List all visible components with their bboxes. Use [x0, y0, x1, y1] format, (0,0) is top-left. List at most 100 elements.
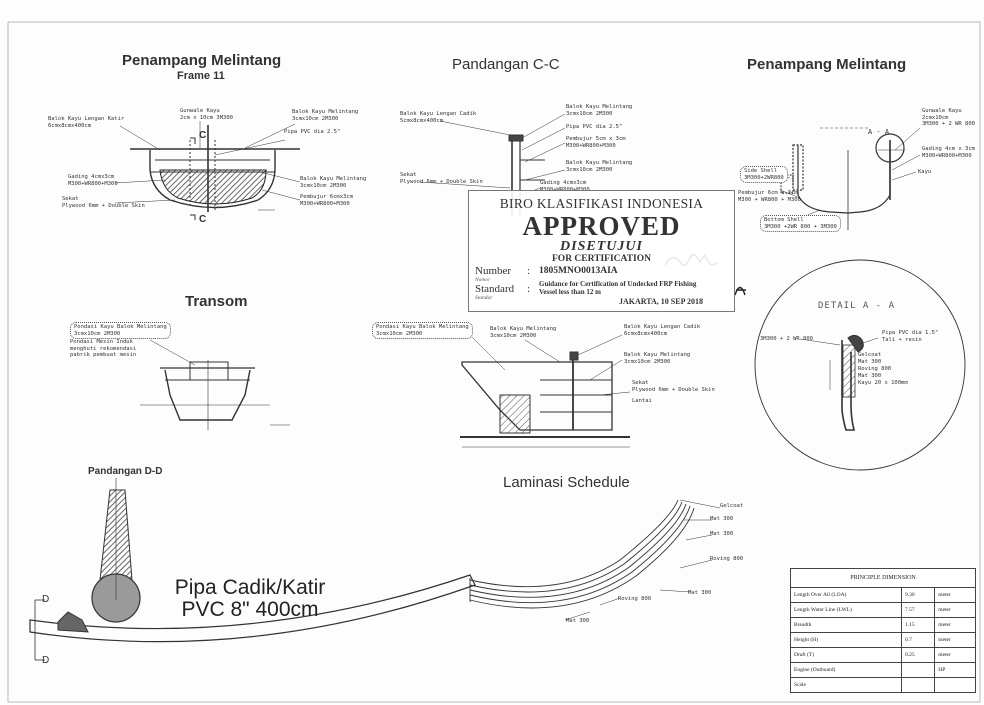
pd-cell-value: 1.15 [900, 617, 936, 633]
frame11-sekat-label: Sekat Plywood 6mm + Double Skin [62, 196, 145, 209]
pd-cell-name: Length Water Line (LWL) [790, 602, 902, 618]
mid-lantai-label: Lantai [632, 398, 652, 404]
cc-balok-melintang2-label: Balok Kayu Melintang 3cmx10cm 2M300 [566, 160, 633, 173]
section-marker-c-bottom: C [199, 214, 207, 225]
pipa-title-line1: Pipa Cadik/Katir [174, 576, 326, 599]
pd-cell-unit: meter [934, 632, 976, 648]
cc-sekat-label: Sekat Plywood 6mm + Double Skin [400, 172, 483, 185]
laminasi-mat3-label: Mat 300 [688, 590, 712, 596]
mid-balok-melintang-label: Balok Kayu Melintang 3cmx10cm 2M300 [490, 326, 557, 339]
mid-balok-lengan-label: Balok Kayu Lengan Cadik 6cmx8cmx400cm [624, 324, 701, 337]
pipa-title: Pipa Cadik/Katir PVC 8" 400cm [170, 577, 330, 621]
frame11-gunwale-label: Gunwale Kayu 2cm x 10cm 3M300 [180, 108, 233, 121]
detail-aa-title: DETAIL A - A [818, 301, 896, 311]
pd-cell-name: Length Over All (LOA) [790, 587, 902, 603]
dd-marker-top: D [42, 594, 50, 605]
stamp-number-value: 1805MNO0013AIA [539, 266, 618, 276]
right-bottom-shell-label: Bottom Shell 3M300 +2WR 800 + 3M300 [760, 215, 841, 232]
stamp-date: JAKARTA, 10 SEP 2018 [619, 297, 704, 306]
pd-cell-value: 9.30 [900, 587, 936, 603]
cc-balok-lengan-label: Balok Kayu Lengan Cadik 5cmx8cmx400cm [400, 111, 477, 124]
pd-cell-value: 7.57 [900, 602, 936, 618]
frame11-pipa-label: Pipa PVC dia 2.5" [284, 129, 341, 135]
initial-mark [734, 286, 746, 296]
stamp-standard-value: Guidance for Certification of Undecked F… [539, 280, 697, 296]
frame11-gading-label: Gading 4cmx3cm M300+WR800+M300 [68, 174, 118, 187]
cc-gading-label: Gading 4cmx3cm M300+WR800+M300 [540, 180, 590, 193]
detail-roving-label: Roving 800 [858, 366, 892, 372]
laminasi-drawing [469, 499, 721, 621]
laminasi-mat4-label: Mat 300 [566, 618, 590, 624]
mid-balok-melintang2-label: Balok Kayu Melintang 3cmx10cm 2M300 [624, 352, 691, 365]
pd-cell-name: Breadth [790, 617, 902, 633]
approval-stamp: BIRO KLASIFIKASI INDONESIA APPROVED DISE… [468, 190, 735, 312]
transom-pondasi-mesin-label: Pondasi Mesin Induk menghuti rekomendasi… [70, 339, 137, 358]
stamp-org: BIRO KLASIFIKASI INDONESIA [499, 196, 704, 211]
stamp-disetujui: DISETUJUI [560, 239, 643, 254]
right-section-title: Penampang Melintang [747, 56, 907, 73]
transom-drawing [140, 339, 290, 430]
detail-aa-drawing [754, 259, 966, 471]
cc-balok-melintang1-label: Balok Kayu Melintang 3cmx10cm 2M300 [566, 104, 633, 117]
pd-cell-unit [934, 677, 976, 693]
right-gading-label: Gading 4cm x 3cm M300+WR800+M300 [922, 146, 975, 159]
frame11-pembujur-label: Pembujur 6cmx3cm M300+WR800+M300 [300, 194, 353, 207]
laminasi-gelcoat-label: Gelcoat [720, 503, 744, 509]
right-aa-marker: A - A [868, 128, 890, 136]
dd-section-drawing [29, 478, 476, 661]
frame11-title: Penampang Melintang [122, 52, 282, 69]
pd-cell-value: 0.25 [900, 647, 936, 663]
stamp-for-certification: FOR CERTIFICATION [552, 254, 651, 264]
pd-cell-unit: meter [934, 587, 976, 603]
frame11-subtitle: Frame 11 [177, 70, 225, 82]
pd-cell-name: Scale [790, 677, 902, 693]
dd-marker-bottom: D [42, 655, 50, 666]
frame11-balok-lengan-label: Balok Kayu Lengan Katir 6cmx8cmx400cm [48, 116, 125, 129]
mid-section-drawing [460, 334, 631, 448]
laminasi-title: Laminasi Schedule [503, 474, 630, 491]
right-side-shell-label: Side Shell 3M300+2WR800 [740, 166, 788, 183]
laminasi-roving2-label: Roving 800 [618, 596, 652, 602]
frame11-balok-melintang-top-label: Balok Kayu Melintang 3cmx10cm 2M300 [292, 109, 359, 122]
section-marker-c-top: C [199, 130, 207, 141]
pd-row: Engine (Outboard)HP [790, 662, 976, 678]
mid-pondasi-kayu-label: Pondasi Kayu Balok Melintang 3cmx10cm 2M… [372, 322, 473, 339]
stamp-standard-sub: Standar [475, 295, 493, 301]
stamp-number-label: Number [475, 265, 512, 277]
transom-title: Transom [185, 293, 248, 310]
cc-pipa-label: Pipa PVC dia 2.5" [566, 124, 623, 130]
pd-cell-unit: meter [934, 647, 976, 663]
pd-cell-value: 0.7 [900, 632, 936, 648]
detail-mat1-label: Mat 300 [858, 359, 882, 365]
transom-pondasi-kayu-label: Pondasi Kayu Balok Melintang 3cmx10cm 2M… [70, 322, 171, 339]
stamp-approved: APPROVED [522, 211, 681, 241]
frame11-section-drawing [114, 121, 301, 220]
mid-sekat-label: Sekat Plywood 6mm + Double Skin [632, 380, 715, 393]
right-pembujur-label: Pembujur 6cm x 3cm M300 + WR800 + M300 [738, 190, 801, 203]
pd-cell-name: Draft (T) [790, 647, 902, 663]
pd-cell-unit: meter [934, 617, 976, 633]
pd-cell-value [900, 677, 936, 693]
laminasi-mat2-label: Mat 300 [710, 531, 734, 537]
right-gunwale-label: Gunwale Kayu 2cmx10cm 3M300 + 2 WR 800 [922, 108, 975, 127]
pd-cell-name: Height (H) [790, 632, 902, 648]
detail-tali-label: Tali + resin [882, 337, 922, 343]
cc-title: Pandangan C-C [452, 56, 560, 73]
stamp-number-sub: Nomor [475, 277, 491, 283]
pipa-title-line2: PVC 8" 400cm [181, 598, 319, 621]
detail-gelcoat-label: Gelcoat [858, 352, 882, 358]
dd-title: Pandangan D-D [88, 466, 163, 477]
pd-title: PRINCIPLE DIMENSION [790, 568, 976, 588]
sheet-border [7, 21, 981, 703]
detail-mat2-label: Mat 300 [858, 373, 882, 379]
principle-dimension-table: PRINCIPLE DIMENSION Length Over All (LOA… [790, 568, 976, 693]
pd-cell-value [900, 662, 936, 678]
pd-cell-unit: HP [934, 662, 976, 678]
pd-row: Scale [790, 677, 976, 693]
laminasi-mat1-label: Mat 300 [710, 516, 734, 522]
